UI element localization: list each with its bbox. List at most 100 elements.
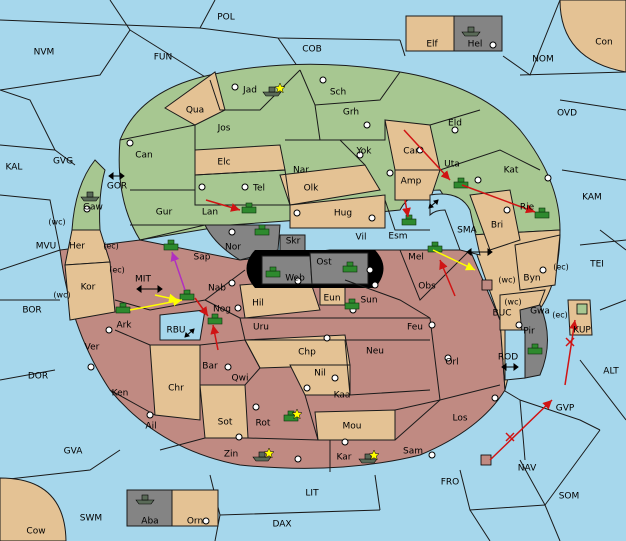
label-tei: TEI (589, 260, 604, 270)
coast-label: (ec) (552, 311, 568, 320)
territory-pir[interactable] (519, 304, 548, 379)
label-nab: Nab (208, 284, 226, 294)
territory-chr[interactable] (149, 344, 201, 421)
label-cow: Cow (26, 527, 45, 537)
army-rie (534, 207, 550, 219)
label-mel: Mel (408, 253, 424, 263)
label-gwa: Gwa (530, 307, 550, 317)
label-ost: Ost (316, 258, 332, 268)
territory-orn[interactable] (171, 489, 219, 527)
label-amp: Amp (401, 177, 422, 187)
supply-centers (83, 41, 552, 525)
label-kal: KAL (6, 163, 23, 173)
label-qua: Qua (186, 106, 204, 116)
label-bri: Bri (491, 221, 503, 231)
label-kup: KUP (573, 326, 591, 336)
label-car: Car (403, 147, 419, 157)
territory-sot[interactable] (199, 384, 249, 439)
label-lan: Lan (202, 208, 218, 218)
army-ost (342, 261, 358, 273)
label-chp: Chp (298, 348, 316, 358)
label-rie: Rie (520, 203, 535, 213)
coast-label: (wc) (48, 218, 65, 227)
label-uru: Uru (253, 323, 269, 333)
label-uta: Uta (444, 160, 460, 170)
territory-aba[interactable] (126, 489, 173, 527)
army-nor (254, 224, 270, 236)
territory-olk[interactable] (279, 164, 381, 206)
label-ovd: OVD (557, 109, 577, 119)
label-dor: DOR (28, 372, 48, 382)
label-ail: Ail (145, 422, 156, 432)
unit-marker-fro (480, 454, 492, 466)
label-nar: Nar (293, 166, 309, 176)
army-uta (453, 177, 469, 189)
army-lan (241, 202, 257, 214)
label-lit: LIT (305, 489, 319, 499)
label-nvm: NVM (34, 48, 55, 58)
coast-label: (wc) (504, 298, 521, 307)
label-vil: Vil (356, 233, 367, 243)
army-nab (179, 289, 195, 301)
label-bar: Bar (202, 362, 218, 372)
label-elf: Elf (426, 40, 438, 50)
label-byn: Byn (523, 274, 540, 284)
label-mit: MIT (135, 275, 151, 285)
label-mvu: MVU (36, 242, 57, 252)
label-mou: Mou (343, 422, 362, 432)
label-gor: GOR (107, 182, 127, 192)
label-hug: Hug (334, 209, 352, 219)
coast-label: (ec) (103, 242, 119, 251)
fleet-aba (135, 494, 155, 505)
label-rod: ROD (498, 353, 518, 363)
label-bor: BOR (22, 306, 41, 316)
territory-byn[interactable] (514, 234, 561, 291)
label-kat: Kat (504, 166, 519, 176)
units (80, 26, 588, 505)
territory-ost[interactable] (309, 252, 369, 285)
label-sap: Sap (194, 253, 211, 263)
label-chr: Chr (168, 384, 184, 394)
label-tel: Tel (252, 184, 265, 194)
sea-rbu[interactable] (159, 309, 206, 341)
label-fro: FRO (441, 478, 460, 488)
label-nom: NOM (532, 55, 554, 65)
unit-marker-buc (481, 279, 493, 291)
label-ver: Ver (85, 343, 100, 353)
label-nor: Nor (225, 243, 241, 253)
label-pol: POL (217, 13, 235, 23)
army-sap (163, 239, 179, 251)
army-sun (344, 298, 360, 310)
label-gvp: GVP (556, 404, 575, 414)
label-som: SOM (559, 492, 580, 502)
label-sun: Sun (360, 296, 377, 306)
fleet-hel (461, 26, 481, 37)
army-ark (115, 302, 131, 314)
label-qwi: Qwi (232, 374, 249, 384)
label-hel: Hel (468, 40, 483, 50)
label-gva: GVA (64, 447, 84, 457)
label-eun: Eun (323, 294, 340, 304)
coast-label: (ec) (109, 266, 125, 275)
army-pir (527, 343, 543, 355)
label-zin: Zin (224, 450, 238, 460)
label-orl: Orl (445, 358, 458, 368)
army-web (265, 266, 281, 278)
territory-bri[interactable] (469, 189, 521, 251)
fleet-gaw (80, 191, 100, 202)
label-can: Can (135, 151, 153, 161)
territory-kor[interactable] (64, 261, 116, 321)
territory-hug[interactable] (289, 194, 386, 229)
label-rot: Rot (256, 419, 271, 429)
label-kar: Kar (337, 453, 352, 463)
label-neu: Neu (366, 347, 384, 357)
label-nog: Nog (213, 305, 231, 315)
label-sam: Sam (403, 447, 423, 457)
label-esm: Esm (388, 232, 407, 242)
label-sot: Sot (218, 418, 233, 428)
fleet-zin (252, 451, 272, 462)
territory-elf[interactable] (405, 15, 455, 52)
sea-sma[interactable] (429, 193, 481, 256)
